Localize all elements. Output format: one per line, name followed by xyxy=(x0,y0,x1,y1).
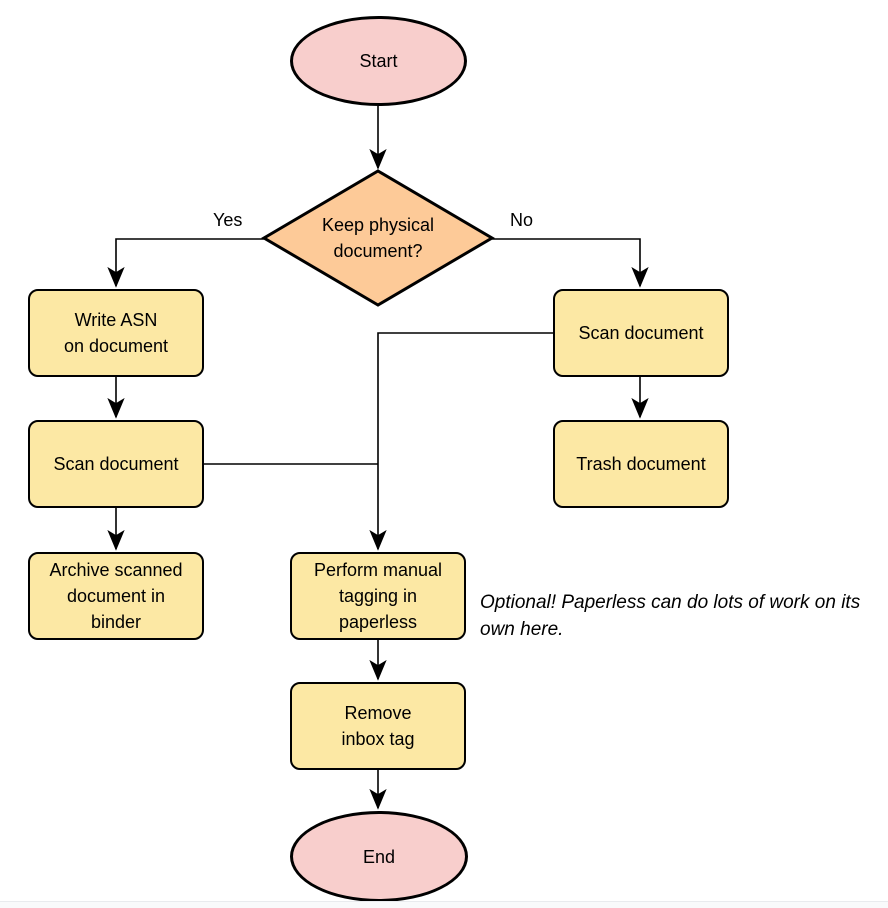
node-decision-label: Keep physical document? xyxy=(321,215,435,261)
node-start: Start xyxy=(290,16,467,106)
node-write-asn: Write ASN on document xyxy=(28,289,204,377)
node-trash-document-label: Trash document xyxy=(576,454,706,474)
node-scan-document-left-label: Scan document xyxy=(53,454,179,474)
node-scan-document-right-label: Scan document xyxy=(578,323,704,343)
node-archive-document: Archive scanned document in binder xyxy=(28,552,204,640)
node-archive-document-label: Archive scanned document in binder xyxy=(49,560,183,632)
edge-scan-right-to-tagging xyxy=(369,332,553,551)
node-write-asn-label: Write ASN on document xyxy=(63,310,169,356)
decision-diamond-shape xyxy=(261,169,495,307)
edge-decision-yes-to-write-asn xyxy=(107,238,264,288)
node-trash-document: Trash document xyxy=(553,420,729,508)
node-remove-inbox-tag: Remove inbox tag xyxy=(290,682,466,770)
node-manual-tagging: Perform manual tagging in paperless xyxy=(290,552,466,640)
node-manual-tagging-label: Perform manual tagging in paperless xyxy=(313,560,443,632)
node-remove-inbox-tag-label: Remove inbox tag xyxy=(341,703,415,749)
node-decision: Keep physical document? xyxy=(266,173,490,303)
node-scan-document-left: Scan document xyxy=(28,420,204,508)
node-scan-document-right: Scan document xyxy=(553,289,729,377)
edge-decision-no-to-scan-right xyxy=(492,238,649,288)
node-end: End xyxy=(290,811,468,902)
page-bottom-edge xyxy=(0,901,888,908)
node-end-label: End xyxy=(362,846,396,867)
annotation-optional-note: Optional! Paperless can do lots of work … xyxy=(480,592,861,640)
node-start-label: Start xyxy=(359,51,398,71)
edge-label-yes: Yes xyxy=(213,210,243,230)
edge-label-no: No xyxy=(510,210,534,230)
